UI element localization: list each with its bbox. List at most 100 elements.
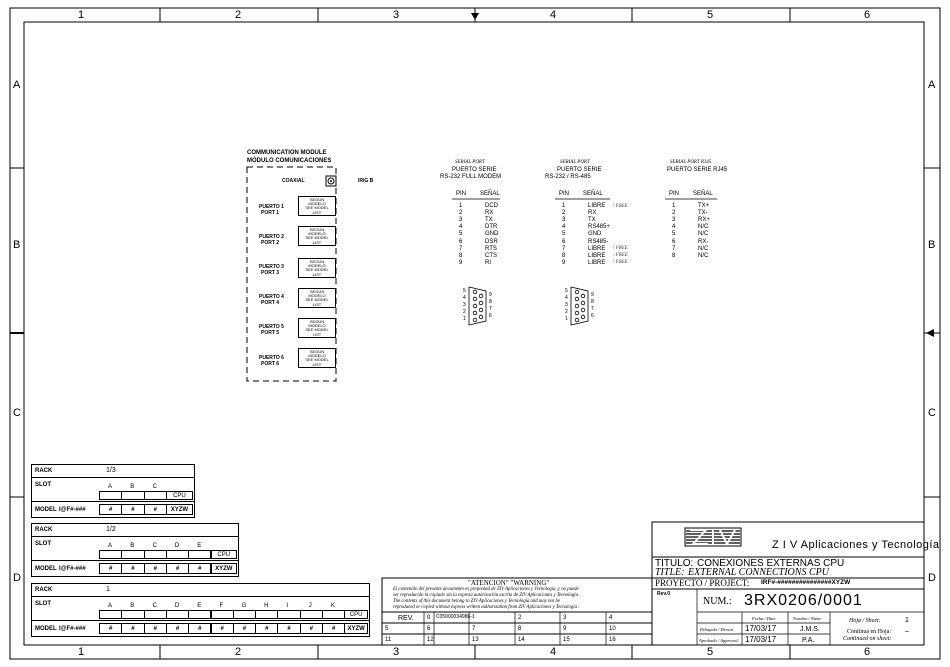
- col-label: 4: [550, 9, 557, 21]
- pin-number: 8: [459, 252, 463, 259]
- rev-value: Rev.0: [657, 591, 670, 597]
- pin-number: 3: [562, 217, 566, 224]
- port-box: [298, 318, 336, 338]
- proyecto-value: IRF#-###############XYZW: [761, 579, 851, 586]
- col-label: 2: [235, 646, 242, 658]
- col-label: 1: [78, 9, 85, 21]
- rev-label: REV.: [398, 615, 414, 622]
- col-label: 6: [864, 646, 871, 658]
- slot-cell: [165, 610, 190, 619]
- pin-header: PIN: [559, 191, 570, 197]
- db9-pin: 9: [489, 292, 492, 298]
- slot-cell: [188, 550, 212, 559]
- slot-letter: K: [331, 603, 336, 609]
- pin-number: 4: [562, 224, 566, 231]
- slot-letter: A: [108, 543, 113, 549]
- model-cell: #: [322, 623, 346, 634]
- dibujado-label: Dibujado / Drawn: [700, 627, 734, 632]
- signal-name: TX-: [698, 210, 708, 217]
- continua-value: –: [905, 628, 909, 635]
- pin-number: 1: [562, 203, 566, 209]
- slot-cell: [99, 491, 123, 500]
- slot-letter: G: [241, 603, 247, 609]
- signal-header: SEÑAL: [480, 191, 500, 197]
- model-cell: #: [210, 623, 234, 634]
- pin-number: 5: [459, 231, 463, 238]
- slot-cell: [299, 610, 323, 619]
- rev-cell: 0: [427, 615, 431, 621]
- rev-cell: 2: [518, 615, 522, 621]
- row-label: C: [13, 407, 21, 419]
- hoja-value: 1: [905, 617, 909, 624]
- pin-number: 5: [562, 231, 566, 238]
- rack-label: RACK: [35, 527, 53, 533]
- cpu-cell: CPU: [344, 610, 368, 619]
- model-code: I@F#-###: [59, 566, 86, 572]
- rack-row-line: [31, 501, 195, 502]
- model-cell: XYZW: [344, 623, 368, 634]
- slot-letter: B: [130, 603, 135, 609]
- model-cell: #: [165, 563, 190, 574]
- model-code: I@F#-###: [59, 626, 86, 632]
- signal-name: RI: [485, 259, 491, 266]
- warning-line: The contents of this document belong to …: [393, 599, 560, 604]
- signal-name: GND: [485, 231, 499, 238]
- signal-name: TX: [588, 217, 596, 224]
- model-cell: XYZW: [210, 563, 237, 574]
- row-label: D: [13, 572, 21, 584]
- rev-cell: 6: [427, 626, 431, 632]
- pin-number: 6: [672, 238, 676, 245]
- pin-number: 8: [562, 252, 566, 259]
- model-cell: #: [121, 504, 145, 515]
- slot-letter: E: [197, 543, 202, 549]
- titulo-label: TITULO:: [655, 558, 694, 569]
- aprobado-nombre: P.A.: [802, 637, 815, 644]
- slot-letter: A: [108, 603, 113, 609]
- hoja-label: Hoja / Sheet:: [849, 618, 881, 624]
- col-label: 4: [550, 646, 557, 658]
- pin-number: 2: [562, 210, 566, 217]
- signal-name: DCD: [485, 203, 498, 209]
- rack-table: [31, 523, 239, 577]
- db9-pin: 3: [463, 302, 466, 308]
- model-cell: #: [121, 623, 145, 634]
- rev-cell: 12: [427, 637, 434, 643]
- drawing-number: 3RX0206/0001: [744, 592, 863, 609]
- slot-cell: [143, 491, 167, 500]
- slot-cell: [121, 550, 145, 559]
- model-cell: #: [143, 504, 167, 515]
- slot-letter: J: [308, 603, 312, 609]
- model-cell: #: [143, 623, 167, 634]
- col-label: 5: [707, 646, 714, 658]
- signal-name: GND: [588, 231, 602, 238]
- serial-port-title2: RS-232 FULL MODEM: [440, 174, 502, 180]
- signal-name: LIBRE: [588, 245, 606, 252]
- model-cell: #: [232, 623, 257, 634]
- pin-number: 6: [459, 238, 463, 245]
- slot-letter: I: [286, 603, 289, 609]
- slot-cell: [210, 610, 234, 619]
- serial-port-title: PUERTO SERIE: [557, 167, 602, 173]
- signal-name: RX+: [698, 217, 710, 224]
- port-box: [298, 288, 336, 308]
- row-label: A: [13, 79, 21, 91]
- slot-cell: [232, 610, 257, 619]
- db9-pin: 8: [489, 299, 492, 305]
- slot-letter: C: [152, 484, 157, 490]
- pin-number: 9: [459, 259, 463, 266]
- col-label: 5: [707, 9, 714, 21]
- rack-row-line: [31, 560, 239, 561]
- rack-table: [31, 583, 370, 637]
- warning-line: ser reproducido ni copiado sin la expres…: [393, 593, 581, 598]
- aprobado-fecha: 17/03/17: [745, 635, 777, 644]
- model-cell: #: [188, 623, 212, 634]
- model-cell: #: [165, 623, 190, 634]
- proyecto-label: PROYECTO / PROJECT:: [655, 578, 750, 588]
- slot-letter: A: [108, 484, 113, 490]
- rack-table: [31, 464, 195, 518]
- serial-port-title2: RS-232 / RS-485: [545, 174, 591, 180]
- pin-number: 7: [562, 245, 566, 252]
- db9-pin: 9: [591, 292, 594, 298]
- continua-label: Continua en Hoja:: [847, 629, 891, 635]
- signal-name: N/C: [698, 224, 709, 231]
